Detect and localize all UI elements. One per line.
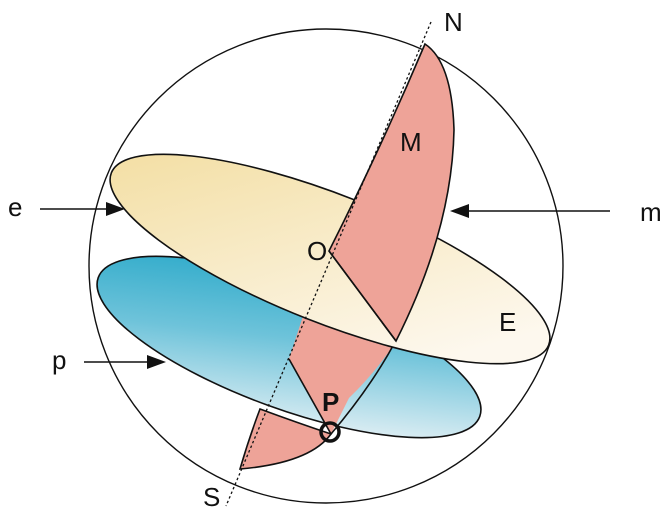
equator-plane xyxy=(109,153,551,365)
label-equator-plane: E xyxy=(499,307,516,337)
label-south: S xyxy=(203,482,220,512)
arrow-m xyxy=(450,204,610,218)
label-point: P xyxy=(322,387,339,417)
label-arrow-m: m xyxy=(640,197,662,227)
label-arrow-p: p xyxy=(52,345,66,375)
sphere-outline xyxy=(88,28,564,504)
label-north: N xyxy=(444,7,463,37)
meridian-lower-edges xyxy=(288,343,395,435)
label-center: O xyxy=(307,236,327,266)
point-marker-icon xyxy=(319,421,341,443)
meridian-lower-inner xyxy=(289,313,394,434)
arrow-e xyxy=(40,202,125,216)
label-meridian-plane: M xyxy=(400,127,422,157)
meridian-lower-bottom xyxy=(238,407,333,470)
label-arrow-e: e xyxy=(8,192,22,222)
meridian-section-line xyxy=(328,250,397,342)
arrow-p xyxy=(84,355,166,369)
